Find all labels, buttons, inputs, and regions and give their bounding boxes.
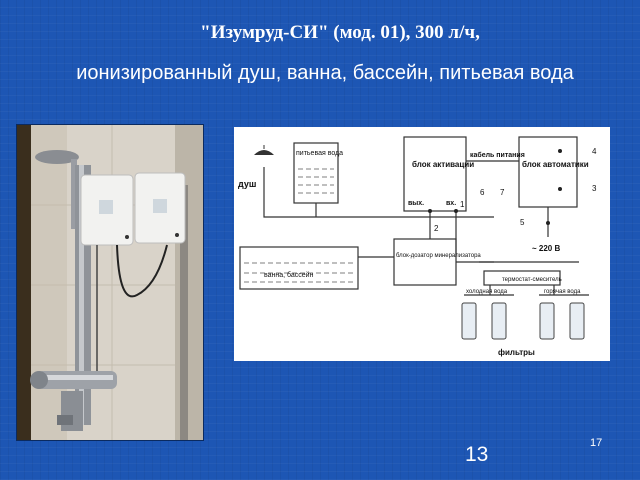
slide-title-line1: "Изумруд-СИ" (мод. 01), 300 л/ч, bbox=[200, 22, 480, 43]
shower-label: душ bbox=[238, 179, 256, 189]
sensor-unit-label: блок-дозатор минерализатора bbox=[396, 253, 481, 259]
thermostat-label: термостат-смеситель bbox=[502, 277, 562, 283]
bath-pool-label: ванна, бассейн bbox=[264, 271, 314, 279]
num-7: 7 bbox=[500, 188, 505, 197]
slide-title-line2: ионизированный душ, ванна, бассейн, пить… bbox=[76, 62, 574, 84]
num-2: 2 bbox=[434, 224, 439, 233]
in-label: вх. bbox=[446, 200, 456, 207]
num-6: 6 bbox=[480, 188, 485, 197]
power-cable-label: кабель питания bbox=[470, 151, 525, 159]
num-5: 5 bbox=[520, 218, 525, 227]
slide-number: 17 bbox=[590, 437, 603, 449]
hot-water-label: горячая вода bbox=[544, 289, 581, 295]
shower-photo bbox=[16, 124, 204, 441]
num-4: 4 bbox=[592, 147, 597, 156]
drinking-water-label: питьевая вода bbox=[296, 150, 343, 157]
automation-unit-label: блок автоматики bbox=[522, 160, 589, 169]
out-label: вых. bbox=[408, 200, 424, 207]
page-number: 13 bbox=[465, 443, 489, 466]
num-1: 1 bbox=[460, 200, 465, 209]
cold-water-label: холодная вода bbox=[466, 289, 508, 295]
shower-head-icon bbox=[254, 145, 274, 155]
num-3: 3 bbox=[592, 184, 597, 193]
water-system-diagram: душ питьевая вода блок активации вых. вх… bbox=[234, 127, 610, 361]
activation-unit-label: блок активации bbox=[412, 160, 474, 169]
filters-label: фильтры bbox=[498, 348, 535, 357]
voltage-label: ~ 220 В bbox=[532, 244, 560, 253]
